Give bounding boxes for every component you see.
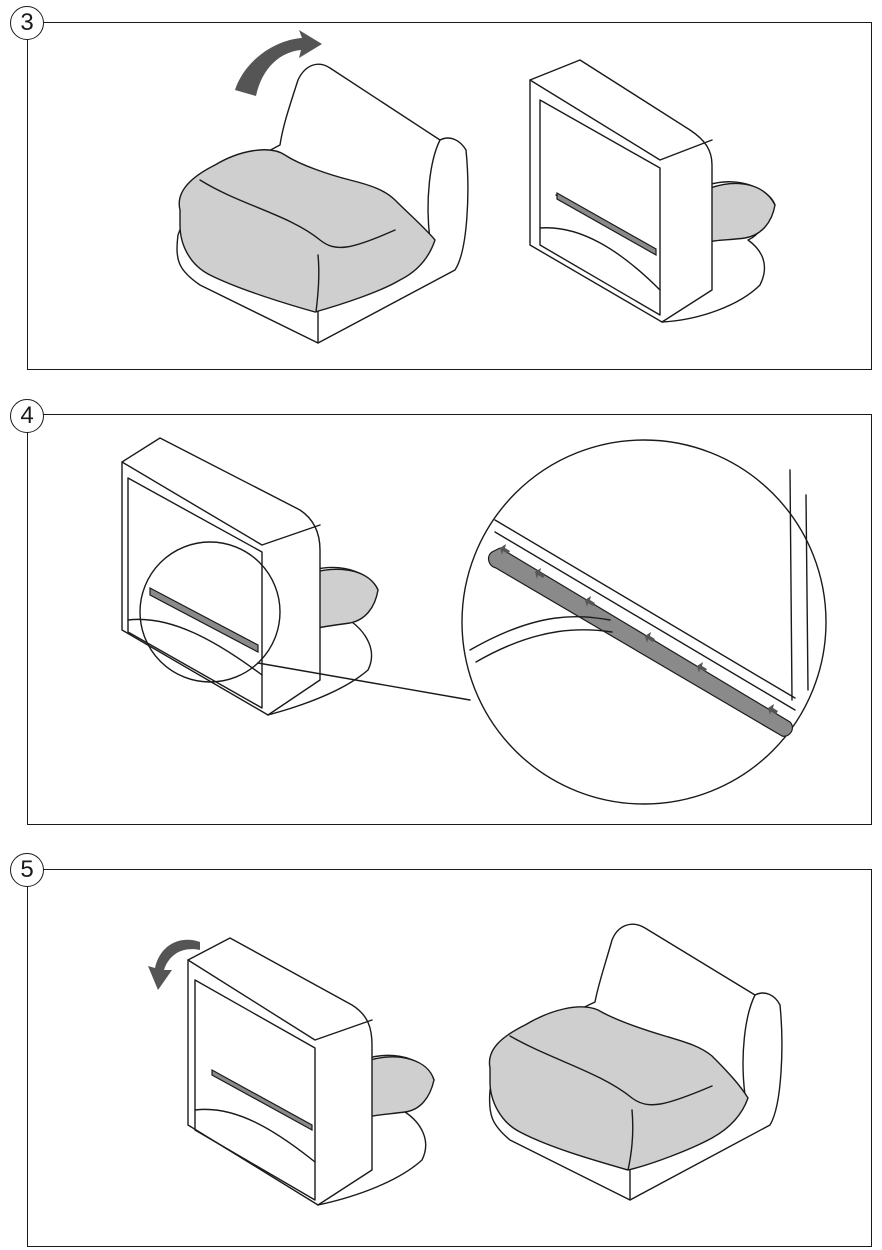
step-4-magnified-detail (462, 440, 826, 804)
step-4-chair-back (122, 438, 470, 715)
step-5-chair-back (188, 938, 434, 1205)
step-3-chair-back (530, 60, 775, 322)
step-5-chair-finished (489, 924, 781, 1200)
step-3-chair-front (177, 64, 468, 343)
